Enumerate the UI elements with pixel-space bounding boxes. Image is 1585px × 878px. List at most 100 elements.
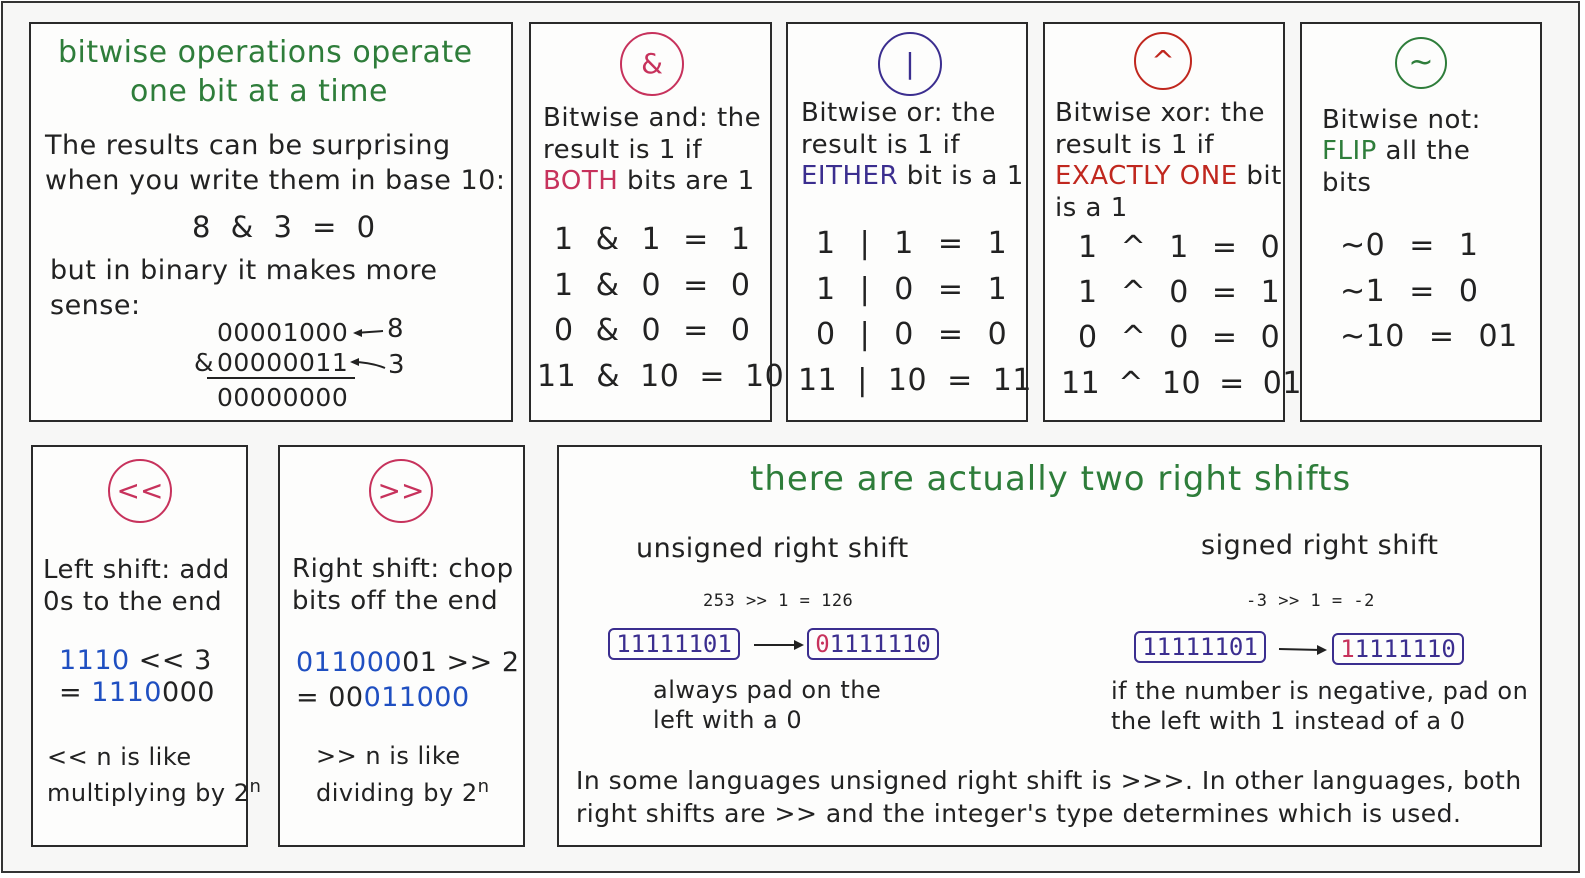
intro-text-line3: but in binary it makes more <box>50 255 438 286</box>
left-shift-example-added: 000 <box>161 677 215 708</box>
and-desc-line1: Bitwise and: the <box>543 103 762 133</box>
right-shift-desc-line2: bits off the end <box>292 586 499 616</box>
left-shift-note-line1: << n is like <box>47 743 192 771</box>
and-row-1: 1 & 1 = 1 <box>554 222 751 257</box>
right-shift-example-line2: = 00011000 <box>296 684 470 711</box>
not-row-1: ~0 = 1 <box>1340 228 1479 263</box>
xor-row-4: 11 ^ 10 = 01 <box>1061 366 1302 401</box>
xor-desc-line3: EXACTLY ONE bit <box>1055 163 1282 189</box>
right-shift-desc-line1: Right shift: chop <box>292 554 514 584</box>
signed-heading: signed right shift <box>1201 530 1439 561</box>
two-shifts-panel <box>557 445 1542 847</box>
intro-binary-8: 00001000 <box>217 318 349 347</box>
intro-binary-8-label: 8 <box>387 314 405 344</box>
intro-title-line2: one bit at a time <box>130 74 388 109</box>
xor-row-3: 0 ^ 0 = 0 <box>1078 320 1281 355</box>
unsigned-pad-bit: 0 <box>815 630 830 658</box>
or-desc-line1: Bitwise or: the <box>801 98 996 128</box>
right-shift-note-text: dividing by 2 <box>316 779 478 807</box>
unsigned-heading: unsigned right shift <box>636 533 909 564</box>
intro-text-line2: when you write them in base 10: <box>45 165 506 196</box>
or-desc-line2: result is 1 if <box>801 130 961 160</box>
signed-input-register: 11111101 <box>1134 631 1266 663</box>
intro-binary-3: 00000011 <box>217 348 349 377</box>
signed-pad-bit: 1 <box>1340 635 1355 663</box>
intro-text-line4: sense: <box>50 290 141 321</box>
right-shift-example-eq: = 00 <box>296 682 364 713</box>
or-row-2: 1 | 0 = 1 <box>816 272 1008 307</box>
intro-panel <box>29 22 513 422</box>
left-shift-example-op: << 3 <box>129 645 212 676</box>
xor-desc-line1: Bitwise xor: the <box>1055 98 1265 128</box>
right-shift-note-line2: dividing by 2n <box>316 776 490 807</box>
and-highlight: BOTH <box>543 166 619 196</box>
signed-shift-arrow <box>1278 648 1322 651</box>
xor-highlight: EXACTLY ONE <box>1055 161 1238 191</box>
tilde-icon: ~ <box>1395 37 1447 89</box>
two-shifts-footer-line1: In some languages unsigned right shift i… <box>576 766 1522 795</box>
two-shifts-title: there are actually two right shifts <box>750 459 1352 499</box>
and-row-4: 11 & 10 = 10 <box>537 359 785 394</box>
left-shift-example-input: 1110 <box>59 645 130 676</box>
left-shift-desc-line1: Left shift: add <box>43 555 230 585</box>
signed-note-line1: if the number is negative, pad on <box>1111 677 1529 705</box>
ampersand-icon: & <box>620 32 684 96</box>
left-shift-note-text: multiplying by 2 <box>47 779 250 807</box>
not-row-3: ~10 = 01 <box>1340 319 1518 354</box>
signed-equation: -3 >> 1 = -2 <box>1246 591 1375 611</box>
intro-and-op: & <box>194 348 214 377</box>
and-desc-line2: result is 1 if <box>543 135 703 165</box>
right-shift-example-kept: 011000 <box>296 647 403 678</box>
xor-row-1: 1 ^ 1 = 0 <box>1078 230 1281 265</box>
and-row-3: 0 & 0 = 0 <box>554 313 751 348</box>
not-row-2: ~1 = 0 <box>1340 274 1479 309</box>
not-highlight: FLIP <box>1322 136 1377 166</box>
left-shift-example-line1: 1110 << 3 <box>59 647 212 674</box>
left-shift-desc-line2: 0s to the end <box>43 587 223 617</box>
not-desc-line2-rest: all the <box>1376 136 1471 166</box>
or-row-4: 11 | 10 = 11 <box>798 363 1032 398</box>
and-row-2: 1 & 0 = 0 <box>554 268 751 303</box>
intro-binary-3-label: 3 <box>388 350 406 380</box>
and-desc-line3-rest: bits are 1 <box>618 166 755 196</box>
unsigned-input-register: 11111101 <box>608 628 740 660</box>
two-shifts-footer-line2: right shifts are >> and the integer's ty… <box>576 799 1462 828</box>
intro-equation: 8 & 3 = 0 <box>192 210 376 244</box>
left-shift-note-line2: multiplying by 2n <box>47 776 262 807</box>
unsigned-output-bits: 1111110 <box>829 630 931 658</box>
or-row-3: 0 | 0 = 0 <box>816 317 1008 352</box>
not-desc-line2: FLIP all the <box>1322 138 1470 164</box>
not-desc-line1: Bitwise not: <box>1322 105 1481 135</box>
signed-output-bits: 1111110 <box>1354 635 1456 663</box>
or-desc-line3-rest: bit is a 1 <box>898 161 1024 191</box>
not-panel <box>1300 22 1542 422</box>
or-highlight: EITHER <box>801 161 899 191</box>
or-desc-line3: EITHER bit is a 1 <box>801 163 1024 189</box>
xor-row-2: 1 ^ 0 = 1 <box>1078 275 1281 310</box>
xor-desc-line3-rest: bit <box>1237 161 1282 191</box>
left-shift-example-eq: = <box>59 677 92 708</box>
right-shift-example-result: 011000 <box>363 682 470 713</box>
left-shift-example-kept: 1110 <box>91 677 162 708</box>
intro-text-line1: The results can be surprising <box>45 130 451 161</box>
and-desc-line3: BOTH bits are 1 <box>543 168 755 194</box>
right-shift-example-op: 01 >> 2 <box>402 647 520 678</box>
left-shift-note-exponent: n <box>249 776 262 797</box>
signed-note-line2: the left with 1 instead of a 0 <box>1111 707 1466 735</box>
pipe-icon: | <box>878 32 942 96</box>
or-row-1: 1 | 1 = 1 <box>816 226 1008 261</box>
caret-icon: ^ <box>1134 32 1192 90</box>
intro-title-line1: bitwise operations operate <box>58 35 473 70</box>
unsigned-note-line2: left with a 0 <box>653 706 803 734</box>
xor-desc-line4: is a 1 <box>1055 193 1128 223</box>
unsigned-note-line1: always pad on the <box>653 676 882 704</box>
intro-binary-result: 00000000 <box>217 383 349 412</box>
right-shift-example-line1: 01100001 >> 2 <box>296 649 520 676</box>
right-shift-icon: >> <box>369 459 433 523</box>
right-shift-note-exponent: n <box>477 776 490 797</box>
right-shift-note-line1: >> n is like <box>316 742 461 770</box>
